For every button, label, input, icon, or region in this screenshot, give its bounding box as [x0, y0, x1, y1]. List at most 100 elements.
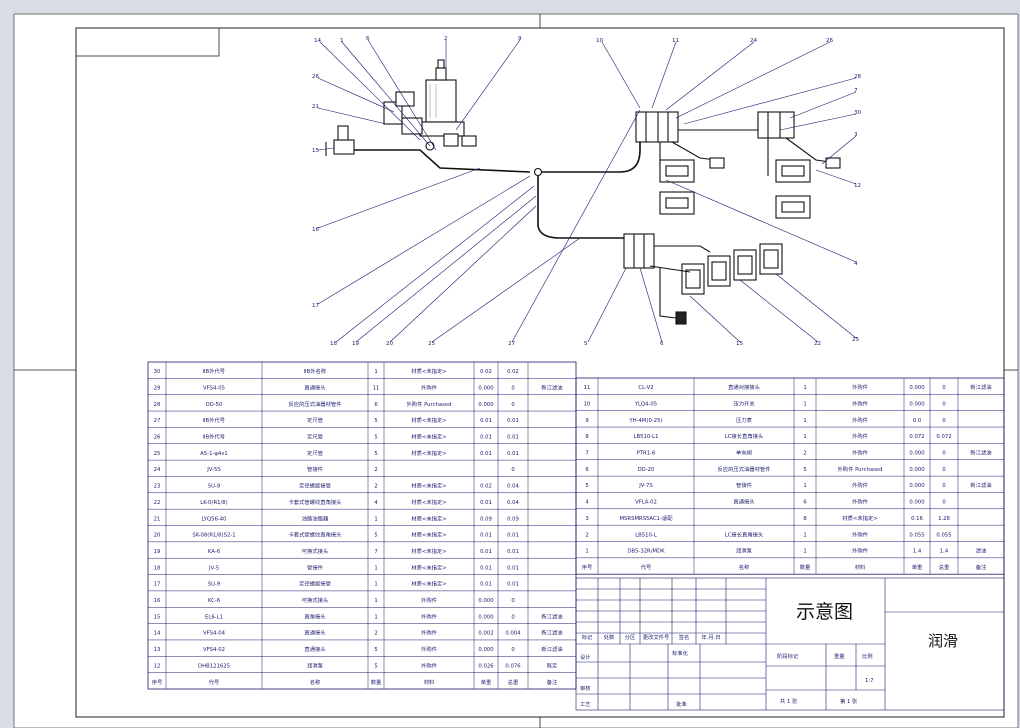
- bom-cell: 0.02: [480, 484, 492, 490]
- bom-cell: 13: [154, 647, 161, 653]
- lubrication-schematic: 14 1 6 2 9 10 11 24 26 28 7 30 3 12 4 26…: [312, 36, 862, 347]
- bom-cell: 直通接头: [304, 383, 325, 391]
- bom-cell: 材质<未指定>: [842, 514, 877, 522]
- bom-cell: LYQ56-40: [201, 516, 227, 522]
- bom-cell: 0: [511, 385, 515, 391]
- bom-cell: 外购件: [852, 416, 869, 424]
- bom-cell: 0.02: [507, 369, 519, 375]
- bom-cell: 30: [154, 369, 161, 375]
- corner-box: [75, 27, 220, 57]
- bom-cell: 18: [154, 565, 161, 571]
- bom-cell: 17: [154, 582, 161, 588]
- bom-cell: 定尺管: [307, 416, 323, 424]
- bom-cell: 定尺管: [307, 449, 323, 457]
- bom-cell: 0.000: [909, 483, 925, 489]
- bom-cell: 0.16: [911, 516, 923, 522]
- balloon-label: 1: [340, 38, 344, 44]
- bom-cell: LC接长直角接头: [725, 432, 763, 440]
- balloon-label: 19: [352, 341, 360, 347]
- bom-cell: 6: [585, 467, 589, 473]
- bom-cell: 滤油: [976, 547, 987, 555]
- bom-cell: 0: [511, 467, 515, 473]
- bom-cell: 0.02: [480, 369, 492, 375]
- balloon-label: 5: [584, 341, 588, 347]
- bom-cell: 5: [585, 483, 588, 489]
- bom-cell: 0.026: [478, 663, 494, 669]
- bom-cell: LK-0(R1/8): [200, 500, 228, 506]
- bom-cell: 1: [803, 434, 806, 440]
- bom-cell: 1.28: [938, 516, 950, 522]
- bom-cell: 22: [154, 500, 161, 506]
- bom-cell: 1: [585, 549, 588, 555]
- bom-cell: 0.01: [480, 582, 492, 588]
- bom-cell: 6: [803, 500, 807, 506]
- revision-header: 标记: [582, 633, 593, 641]
- bom-header-cell: 单重: [481, 678, 492, 686]
- bom-cell: 28: [154, 402, 161, 408]
- bom-cell: 外购件: [421, 383, 438, 391]
- bom-header-cell: 备注: [547, 678, 558, 686]
- bom-cell: 10: [584, 401, 591, 407]
- bom-cell: 材质<未指定>: [411, 416, 446, 424]
- bom-cell: 新江滤油: [970, 481, 991, 489]
- bom-cell: 外购件: [852, 481, 869, 489]
- bom-cell: 定尺管: [307, 433, 323, 441]
- revision-header: 处数: [604, 633, 615, 641]
- bom-cell: 16: [154, 598, 161, 604]
- bom-header-cell: 序号: [582, 563, 593, 571]
- bom-header-cell: 材料: [855, 563, 866, 571]
- bom-cell: 0: [942, 467, 946, 473]
- bom-cell: 23: [154, 484, 161, 490]
- bom-cell: 5: [374, 663, 377, 669]
- bom-cell: 直通接头: [304, 645, 325, 653]
- bom-cell: ⅡB外代号: [203, 367, 225, 375]
- bom-header-cell: 序号: [152, 678, 163, 686]
- bom-cell: 0.000: [478, 614, 494, 620]
- bom-cell: 卡套式管螺纹直角接头: [289, 498, 342, 506]
- bom-cell: A5-1-φ4x1: [200, 451, 228, 457]
- bom-cell: 0.000: [909, 385, 925, 391]
- bom-cell: 0: [942, 385, 946, 391]
- sheet-total: 共 1 张: [780, 697, 798, 705]
- bom-header-cell: 名称: [739, 563, 750, 571]
- bom-cell: 0.01: [507, 582, 519, 588]
- bom-cell: JV-5: [208, 565, 219, 571]
- bom-cell: JV-7S: [638, 483, 653, 489]
- balloon-label: 9: [518, 36, 522, 42]
- bom-cell: 润滑泵: [736, 547, 753, 555]
- bom-cell: 0.000: [478, 647, 494, 653]
- bom-cell: 材质<未指定>: [411, 563, 446, 571]
- bom-cell: 0.01: [507, 533, 519, 539]
- bom-header-cell: 总重: [508, 678, 519, 686]
- bom-cell: 外购件 Purchased: [407, 400, 452, 408]
- revision-header: 年.月.日: [701, 633, 720, 641]
- bom-cell: 反应的压式油器材管件: [289, 400, 343, 408]
- bom-cell: 5: [374, 451, 377, 457]
- bom-cell: 新江滤油: [541, 645, 562, 653]
- bom-header-cell: 代号: [209, 678, 220, 686]
- bom-cell: 0.01: [507, 435, 519, 441]
- bom-cell: ⅡB外名称: [304, 367, 327, 375]
- bom-header-cell: 备注: [976, 563, 987, 571]
- bom-cell: 0: [511, 614, 515, 620]
- drawing-name: 润滑: [928, 632, 958, 650]
- bom-cell: YH-4M(0-25): [628, 418, 662, 424]
- revision-header: 更改文件号: [643, 633, 670, 641]
- bom-cell: 1: [803, 549, 806, 555]
- bom-cell: 新江滤油: [970, 449, 991, 457]
- bom-cell: 新江滤油: [970, 383, 991, 391]
- bom-cell: 0: [942, 483, 946, 489]
- bom-header-cell: 材料: [424, 678, 435, 686]
- sheet-number: 第 1 张: [840, 697, 858, 705]
- bom-cell: 2: [374, 631, 377, 637]
- bom-cell: 0.01: [507, 418, 519, 424]
- balloon-label: 11: [672, 38, 680, 44]
- bom-cell: VFS4-05: [203, 385, 225, 391]
- bom-cell: 4: [374, 500, 378, 506]
- balloon-label: 25: [428, 341, 436, 347]
- balloon-label: 26: [826, 38, 834, 44]
- bom-cell: 0.01: [480, 549, 492, 555]
- bom-cell: 卡套式管螺纹直角接头: [289, 531, 342, 539]
- bom-cell: 1: [803, 532, 806, 538]
